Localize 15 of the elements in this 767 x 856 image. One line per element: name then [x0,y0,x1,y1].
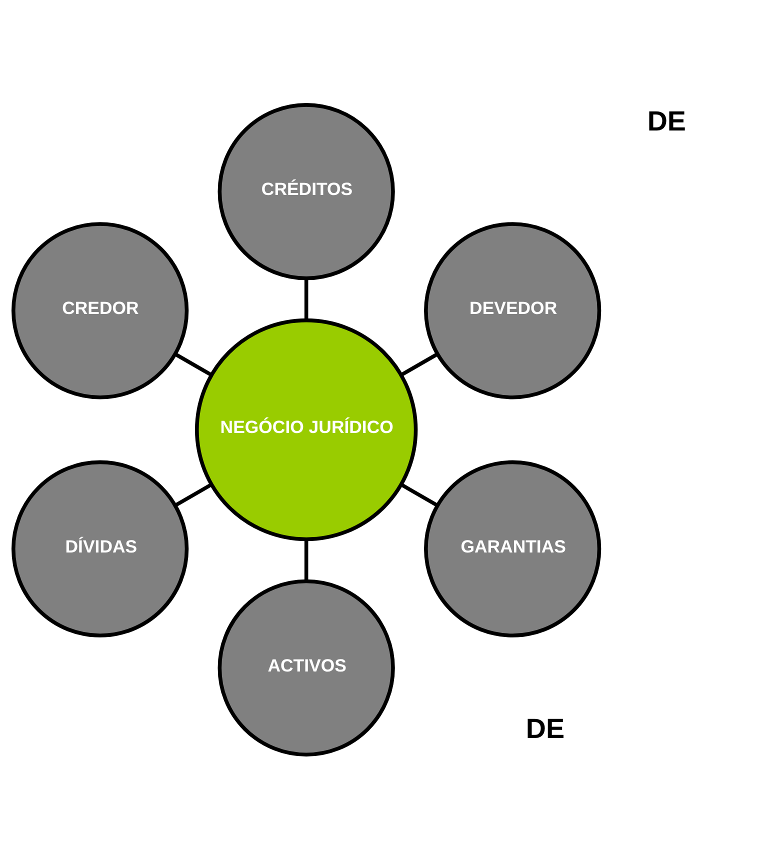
connector [304,538,308,580]
node-circle: ACTIVOS [218,578,395,756]
connector [174,352,212,376]
label: DE [526,712,565,744]
label: DE [647,105,686,136]
connector [174,482,212,507]
node-circle: CRÉDITOS [218,102,395,280]
connector [400,352,438,376]
node-circle: DEVEDOR [424,222,602,399]
node-circle: DÍVIDAS [12,460,189,637]
node-circle: CREDOR [12,222,189,399]
node-circle: NEGÓCIO JURÍDICO [194,318,418,541]
connector [400,482,438,507]
connector [304,278,308,320]
node-circle: GARANTIAS [424,460,602,637]
